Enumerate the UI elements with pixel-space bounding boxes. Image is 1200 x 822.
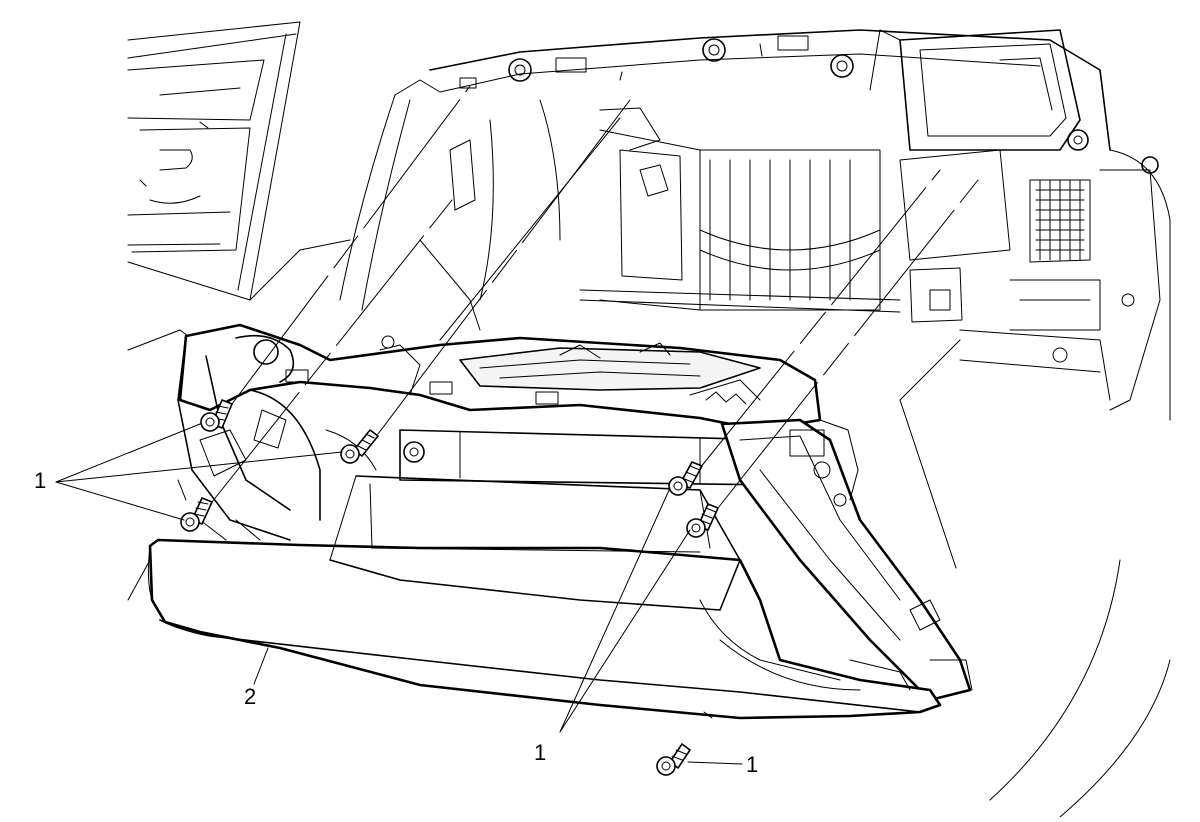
right-hinge-arm <box>720 418 973 702</box>
callout-label-1: 1 <box>34 468 46 493</box>
callout-label-2: 2 <box>244 684 256 709</box>
bolt <box>668 461 703 496</box>
bolt-installation-lines <box>211 85 979 569</box>
callout-label-1: 1 <box>746 752 758 777</box>
callout-label-1: 1 <box>534 740 546 765</box>
instrument-panel-compartment <box>147 475 942 720</box>
bolt <box>180 497 213 532</box>
rail-nut <box>508 38 1089 151</box>
leader-lines <box>55 423 743 765</box>
compartment-mounting-bracket <box>178 323 822 486</box>
bolt <box>656 743 691 776</box>
instrument-panel-structure <box>249 29 1171 818</box>
bolt <box>200 399 233 432</box>
bolt <box>686 503 719 538</box>
door-trim-background <box>127 21 301 601</box>
bolt <box>340 429 379 464</box>
